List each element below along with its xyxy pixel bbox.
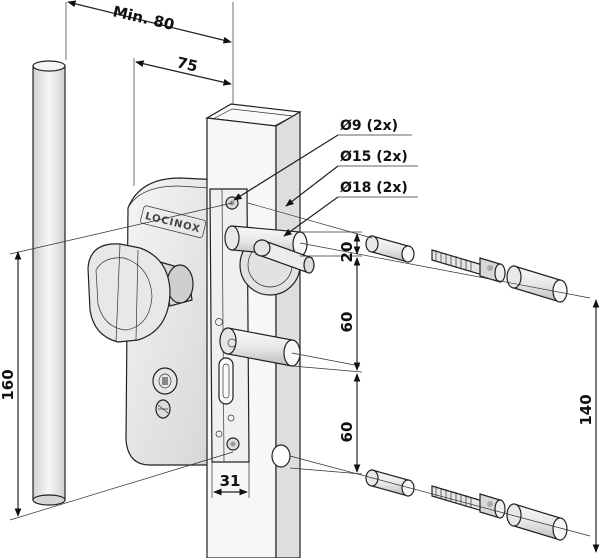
dim-vertical-stack: 20 60 60 (289, 231, 363, 475)
dim-31-label: 31 (220, 472, 241, 490)
brand-plate (140, 205, 207, 238)
dim-140: 140 (577, 299, 600, 553)
dim-min-80: Min. 80 (65, 0, 234, 104)
hole-9-label: Ø9 (2x) (340, 118, 398, 134)
hole-15-label: Ø15 (2x) (340, 149, 408, 165)
dim-75: 75 (133, 53, 232, 186)
post-hole (271, 444, 291, 468)
dim-60a-label: 60 (338, 312, 356, 333)
screw-bottom-icon (226, 437, 240, 451)
spacer-sleeve-top (365, 235, 415, 263)
key-cylinder (152, 367, 178, 395)
dim-60b-label: 60 (338, 422, 356, 443)
callout-hole-9: Ø9 (2x) (233, 118, 412, 201)
bolt-screw-top-icon (431, 249, 506, 283)
dim-160-label: 160 (0, 369, 17, 400)
lock-housing: LOCINOX (125, 177, 223, 466)
sleeve-nut-top (506, 265, 568, 303)
latch-slot (218, 357, 234, 405)
dim-160: 160 (0, 202, 234, 521)
dim-20-label: 20 (338, 242, 356, 263)
handle-knob (87, 243, 194, 343)
dim-31: 31 (211, 462, 250, 498)
callout-hole-15: Ø15 (2x) (285, 149, 418, 207)
callout-hole-18: Ø18 (2x) (283, 180, 418, 237)
cylinder-screw (155, 399, 171, 419)
clamp-screw (253, 239, 315, 274)
bolt-screw-bottom-icon (431, 485, 506, 519)
dim-75-label: 75 (175, 53, 199, 75)
axis-lines (247, 202, 591, 537)
middle-bolt (219, 327, 301, 367)
dim-min-80-label: Min. 80 (111, 2, 176, 34)
hole-18-label: Ø18 (2x) (340, 180, 408, 196)
round-gate-post (32, 60, 66, 506)
dim-140-label: 140 (577, 394, 595, 425)
